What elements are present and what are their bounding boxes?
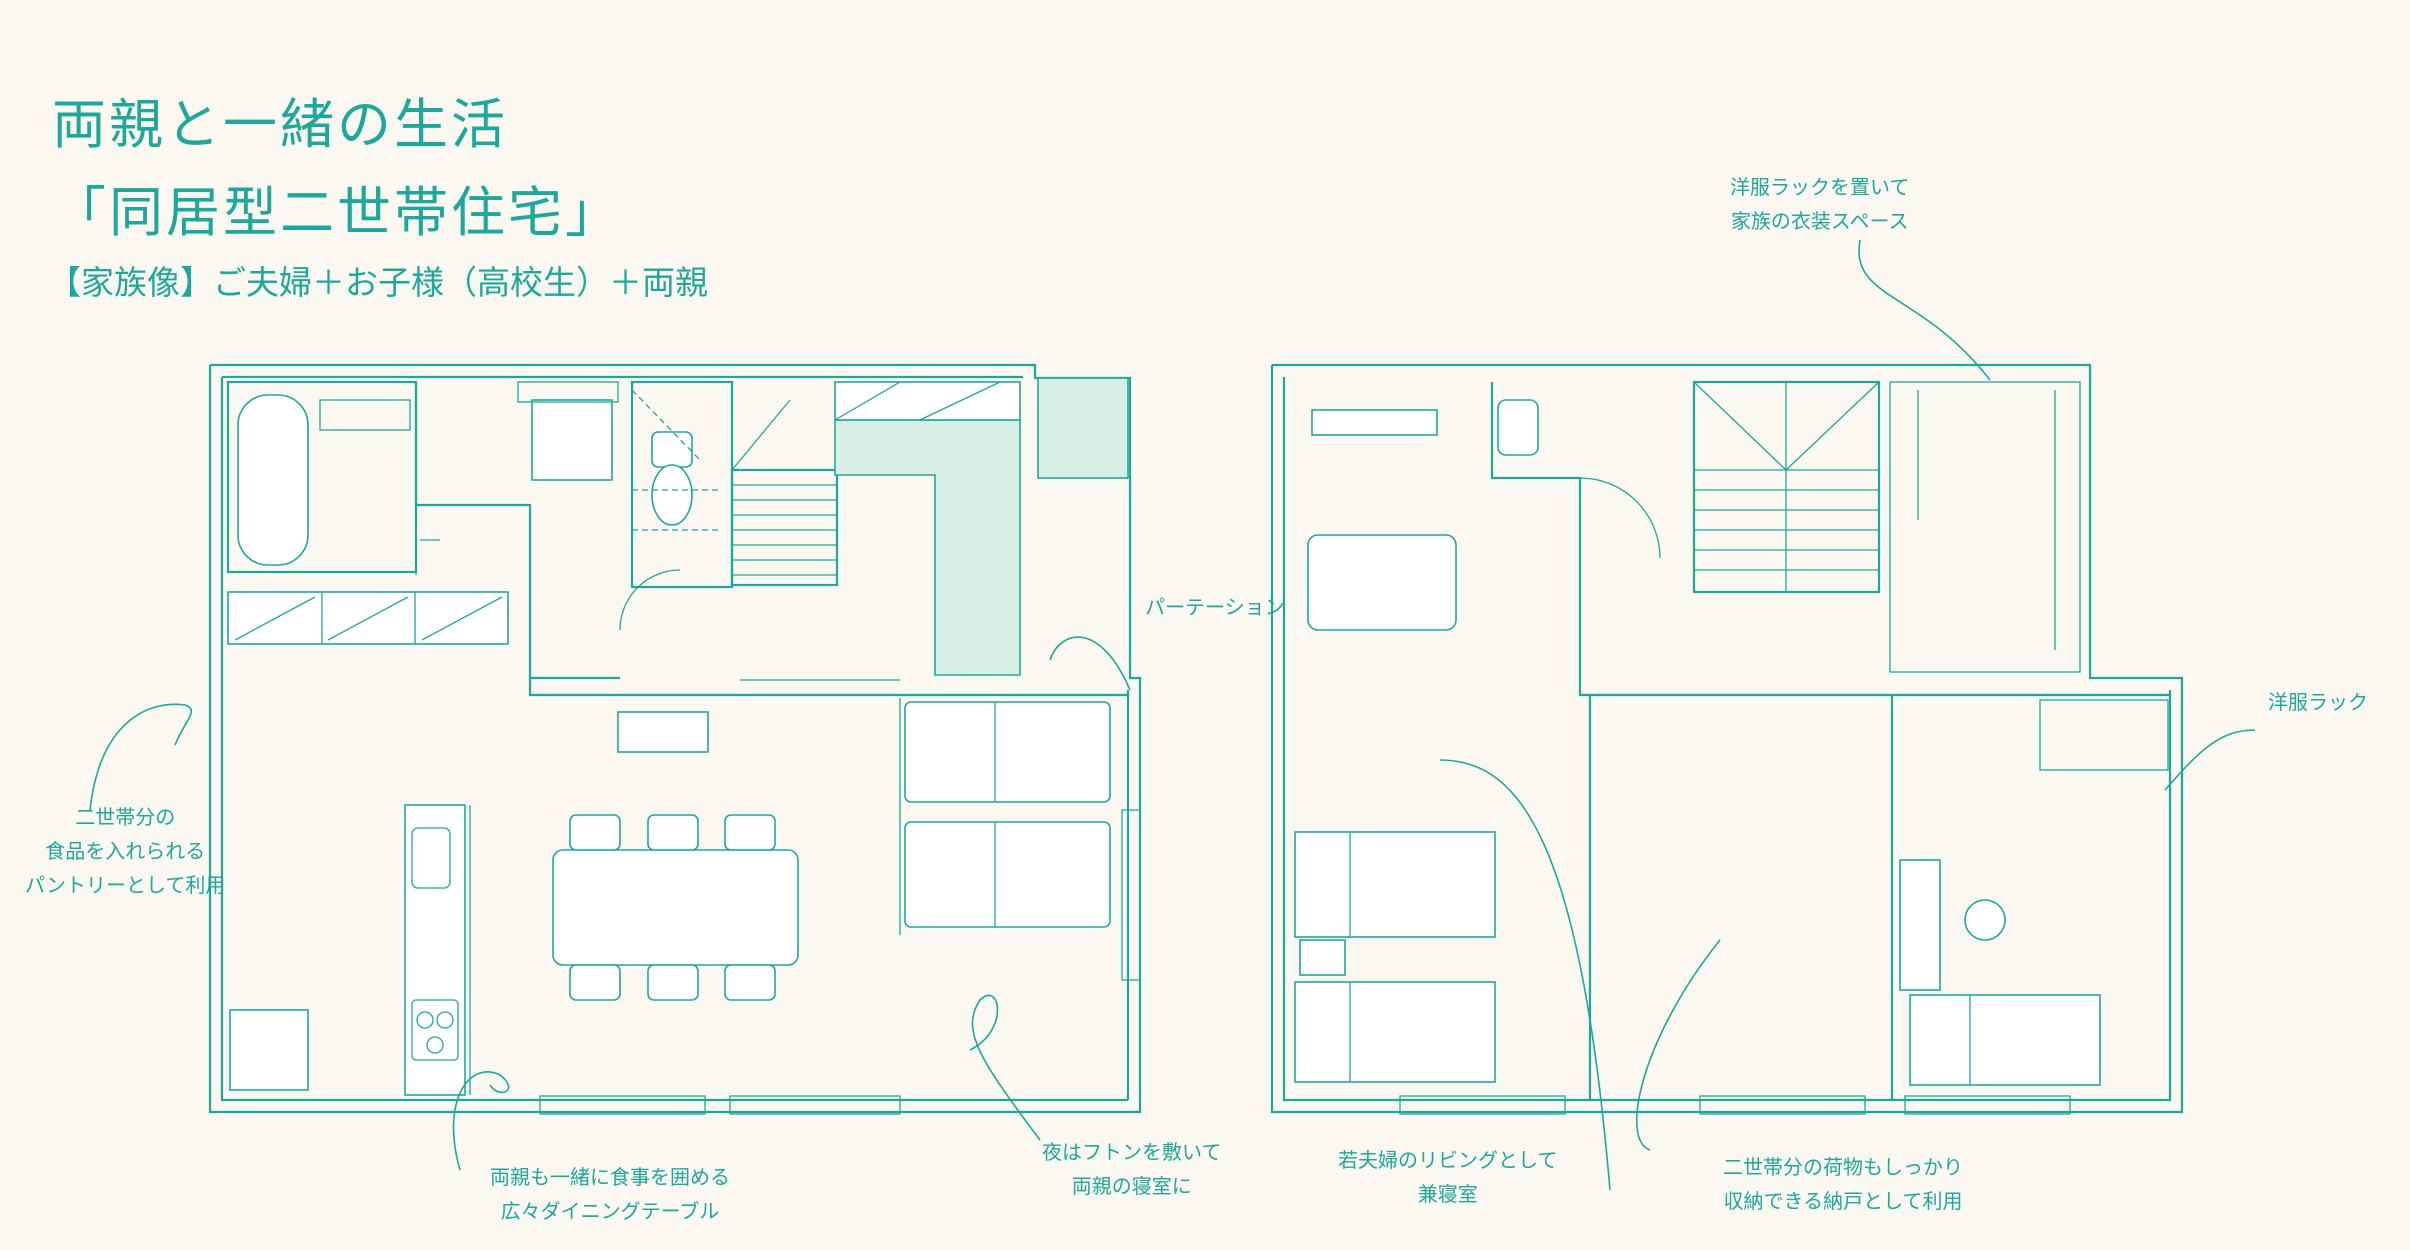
kitchen-counter [229, 804, 471, 1096]
sofa [1307, 409, 1457, 631]
dining-note-line2: 広々ダイニングテーブル [500, 1199, 720, 1223]
storage-note-line2: 収納できる納戸として利用 [1723, 1189, 1963, 1213]
washroom [414, 381, 620, 680]
dining-note-line1: 両親も一緒に食事を囲める [490, 1165, 730, 1189]
pantry-note-line2: 食品を入れられる [45, 839, 206, 863]
first-floor-plan [208, 363, 1142, 1115]
young-couple-note-line1: 若夫婦のリビングとして [1338, 1148, 1558, 1172]
futon-note-line1: 夜はフトンを敷いて [1042, 1140, 1222, 1164]
futon-note: 夜はフトンを敷いて 両親の寝室に [1042, 1135, 1221, 1203]
stairs-second-floor [1692, 380, 1881, 594]
stairs-first-floor [730, 399, 839, 587]
storage-note: 二世帯分の荷物もしっかり 収納できる納戸として利用 [1723, 1150, 1963, 1218]
pantry-note: 二世帯分の 食品を入れられる パントリーとして利用 [25, 800, 225, 902]
pantry-shelf [227, 591, 509, 645]
second-floor-plan [1270, 363, 2184, 1115]
toilet [619, 380, 734, 631]
closet-green [834, 377, 1129, 676]
pantry-note-line3: パントリーとして利用 [25, 873, 226, 897]
wardrobe-note-line2: 家族の衣装スペース [1730, 209, 1909, 233]
wardrobe-note-line1: 洋服ラックを置いて [1730, 175, 1910, 199]
storage-note-line1: 二世帯分の荷物もしっかり [1723, 1155, 1963, 1179]
dining-note: 両親も一緒に食事を囲める 広々ダイニングテーブル [490, 1160, 730, 1228]
family-composition: 【家族像】ご夫婦＋お子様（高校生）＋両親 [48, 263, 708, 302]
futon-note-line2: 両親の寝室に [1071, 1174, 1192, 1198]
wardrobe-space [1889, 381, 2081, 673]
page-title: 両親と一緒の生活 [52, 93, 508, 156]
beds-young-couple [1294, 831, 1496, 1083]
page-subtitle: 「同居型二世帯住宅」 [52, 181, 622, 244]
dining-table [552, 814, 799, 1001]
clothes-rack-note: 洋服ラック [2268, 690, 2368, 714]
young-couple-note: 若夫婦のリビングとして 兼寝室 [1338, 1143, 1557, 1211]
young-couple-note-line2: 兼寝室 [1417, 1182, 1478, 1206]
futons [899, 698, 1111, 935]
child-room [1899, 699, 2169, 1086]
annotation-leaders [89, 239, 2256, 1191]
partition-note: パーテーション [1145, 595, 1285, 619]
bathroom [226, 380, 418, 574]
pantry-note-line1: 二世帯分の [75, 805, 176, 829]
toilet-upstairs [1490, 382, 1661, 678]
wardrobe-note: 洋服ラックを置いて 家族の衣装スペース [1730, 170, 1909, 238]
tv-unit [617, 711, 709, 753]
